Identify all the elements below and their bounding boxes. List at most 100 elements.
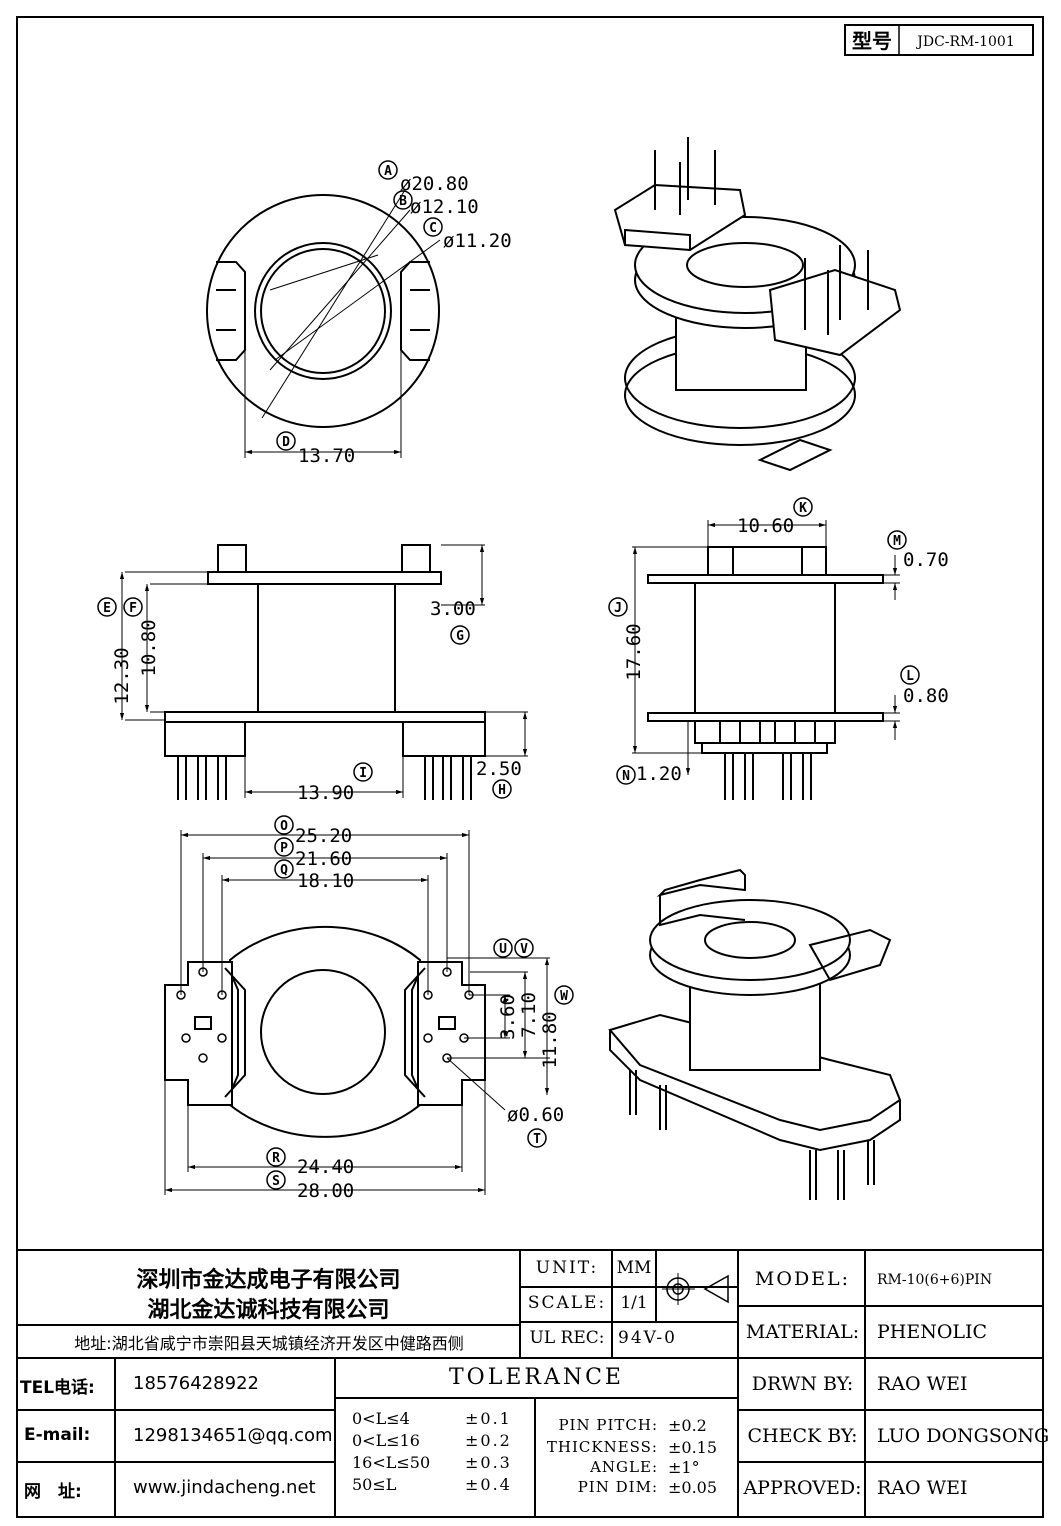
- svg-text:C: C: [429, 221, 437, 236]
- svg-text:A: A: [384, 164, 392, 179]
- tol-range: 0<L≤16: [352, 1431, 420, 1450]
- model-label: MODEL:: [754, 1268, 851, 1290]
- tel-label: TEL电话:: [20, 1378, 95, 1398]
- dim-O: 25.20: [295, 825, 352, 847]
- marker-K: K: [793, 497, 813, 517]
- svg-text:E: E: [103, 601, 111, 616]
- isometric-view-top: [613, 137, 902, 472]
- checked-by-value: LUO DONGSONG: [877, 1425, 1050, 1447]
- dim-D: 13.70: [298, 445, 355, 467]
- dimension-values: ø20.80 ø12.10 ø11.20 13.70 12.30 10.80 3…: [111, 173, 949, 1202]
- drawn-by-label: DRWN BY:: [751, 1373, 854, 1395]
- dim-I: 13.90: [297, 782, 354, 804]
- tel-value: 18576428922: [133, 1373, 259, 1394]
- website-label: 网 址:: [24, 1482, 82, 1502]
- dim-V: 7.10: [518, 992, 540, 1038]
- material-value: PHENOLIC: [877, 1321, 988, 1343]
- svg-text:L: L: [906, 669, 914, 684]
- isometric-view-bottom: [608, 868, 902, 1200]
- svg-text:G: G: [456, 629, 464, 644]
- svg-text:K: K: [799, 501, 807, 516]
- svg-text:F: F: [129, 601, 137, 616]
- marker-D: D: [276, 431, 296, 451]
- email-value: 1298134651@qq.com: [133, 1425, 333, 1446]
- marker-R: R: [266, 1147, 286, 1167]
- svg-text:T: T: [533, 1132, 541, 1147]
- reference-markers: A B C D E F G H I J K L M N O P Q R S T …: [97, 160, 920, 1190]
- bottom-view: [164, 830, 550, 1195]
- company-name-2: 湖北金达诚科技有限公司: [147, 1298, 390, 1323]
- tol-value: ±0.4: [465, 1475, 512, 1494]
- model-box-label: 型号: [852, 29, 892, 53]
- material-label: MATERIAL:: [745, 1321, 860, 1343]
- dim-S: 28.00: [297, 1180, 354, 1202]
- dim-R: 24.40: [297, 1156, 354, 1178]
- top-view: [206, 189, 441, 458]
- dim-A: ø20.80: [400, 173, 469, 195]
- unit-label: UNIT:: [535, 1258, 599, 1278]
- dim-N: 1.20: [636, 763, 682, 785]
- tolerance-title: TOLERANCE: [449, 1365, 624, 1390]
- tol-value: ±0.1: [465, 1409, 512, 1428]
- marker-B: B: [393, 190, 413, 210]
- front-view: [119, 544, 528, 800]
- dim-F: 10.80: [138, 619, 160, 676]
- company-name-1: 深圳市金达成电子有限公司: [136, 1268, 401, 1293]
- svg-text:J: J: [614, 601, 622, 616]
- marker-M: M: [887, 530, 907, 550]
- svg-text:Q: Q: [280, 863, 288, 878]
- tol-range: 16<L≤50: [352, 1453, 431, 1472]
- dim-B: ø12.10: [410, 196, 479, 218]
- marker-C: C: [423, 217, 443, 237]
- company-address: 地址:湖北省咸宁市崇阳县天城镇经济开发区中健路西侧: [74, 1334, 464, 1353]
- side-view: [632, 520, 900, 800]
- dim-H: 2.50: [476, 758, 522, 780]
- dim-W: 11.80: [539, 1011, 561, 1068]
- marker-F: F: [123, 597, 143, 617]
- marker-A: A: [378, 160, 398, 180]
- ulrec-value: 94V-0: [618, 1328, 677, 1348]
- marker-I: I: [353, 762, 373, 782]
- dim-C: ø11.20: [443, 230, 512, 252]
- marker-S: S: [266, 1170, 286, 1190]
- tol-range: 0<L≤4: [352, 1409, 410, 1428]
- marker-N: N: [616, 765, 636, 785]
- dim-E: 12.30: [111, 647, 133, 704]
- svg-text:W: W: [560, 989, 568, 1004]
- model-number-box: 型号 JDC-RM-1001: [844, 24, 1034, 56]
- dim-P: 21.60: [295, 848, 352, 870]
- drawn-by-value: RAO WEI: [877, 1373, 968, 1395]
- tol-range: 50≤L: [352, 1475, 397, 1494]
- svg-text:V: V: [520, 942, 528, 957]
- title-block: [17, 1249, 1043, 1517]
- thickness-value: ±0.15: [668, 1438, 718, 1457]
- scale-value: 1/1: [620, 1293, 648, 1313]
- unit-value: MM: [616, 1258, 652, 1278]
- marker-Q: Q: [274, 859, 294, 879]
- dim-K: 10.60: [737, 515, 794, 537]
- marker-W: W: [554, 985, 574, 1005]
- checked-by-label: CHECK BY:: [747, 1425, 858, 1447]
- email-label: E-mail:: [24, 1425, 91, 1445]
- svg-text:P: P: [280, 841, 288, 856]
- marker-L: L: [900, 665, 920, 685]
- pin-dim-value: ±0.05: [668, 1478, 718, 1497]
- svg-text:H: H: [498, 783, 506, 798]
- model-box-value: JDC-RM-1001: [915, 34, 1015, 50]
- svg-text:I: I: [359, 766, 367, 781]
- marker-O: O: [274, 815, 294, 835]
- approved-label: APPROVED:: [743, 1477, 862, 1499]
- marker-T: T: [527, 1128, 547, 1148]
- marker-P: P: [274, 837, 294, 857]
- marker-H: H: [492, 779, 512, 799]
- projection-symbol: [662, 1273, 729, 1305]
- svg-text:S: S: [272, 1174, 280, 1189]
- dim-G: 3.00: [430, 598, 476, 620]
- dim-U: 3.60: [497, 994, 519, 1040]
- pin-dim-label: PIN DIM:: [577, 1478, 658, 1496]
- marker-E: E: [97, 597, 117, 617]
- marker-J: J: [608, 597, 628, 617]
- dim-M: 0.70: [903, 549, 949, 571]
- tol-value: ±0.2: [465, 1431, 512, 1450]
- svg-text:N: N: [622, 769, 630, 784]
